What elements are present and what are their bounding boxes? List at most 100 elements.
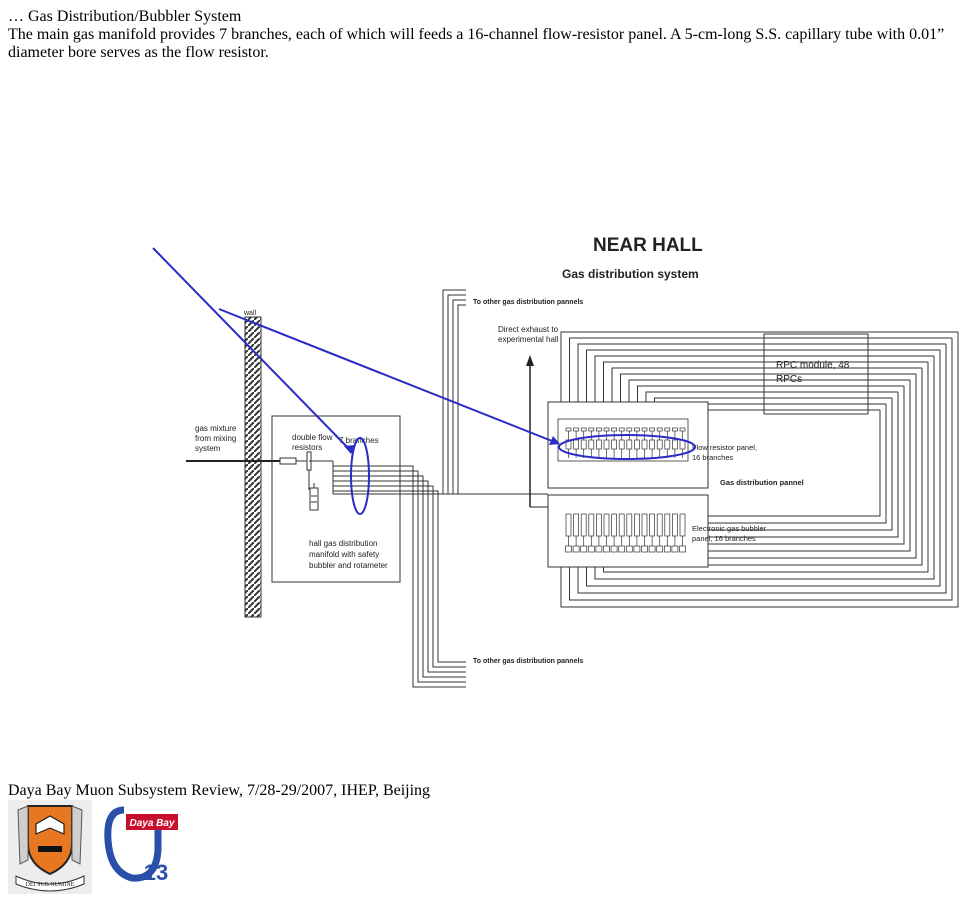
svg-text:DEI SUB NUMINE: DEI SUB NUMINE	[26, 882, 75, 888]
gas-system-subheading: Gas distribution system	[562, 267, 699, 281]
bubbler-cup	[587, 545, 595, 553]
bubbler-tube	[603, 513, 610, 537]
flow-resistor-cap	[588, 427, 595, 432]
bubbler-cup	[656, 545, 664, 553]
manifold-label-1: hall gas distribution	[309, 539, 377, 548]
bubbler-cup	[580, 545, 588, 553]
bubbler-tube	[618, 513, 625, 537]
flow-resistor-cap	[596, 427, 602, 432]
bubbler-cup	[610, 545, 618, 553]
bubbler-cup	[648, 545, 656, 553]
svg-text:Daya Bay: Daya Bay	[129, 818, 174, 829]
rpc-loop-line	[586, 349, 940, 419]
bubbler-cup	[565, 545, 572, 553]
flow-resistor-1	[279, 457, 297, 465]
flow-resistor-body	[603, 439, 610, 450]
flow-resistor-body	[664, 439, 671, 450]
bubbler-label-2: panel, 16 branches	[692, 534, 756, 543]
callout-line-1	[152, 247, 353, 453]
bubbler	[309, 487, 319, 511]
to-other-bottom-label: To other gas distribution pannels	[473, 658, 583, 665]
rpc-loop-line	[569, 337, 952, 419]
double-flow-label-1: double flow	[292, 433, 333, 442]
rpc-loop-line	[603, 362, 929, 573]
svg-text:experimental hall: experimental hall	[498, 335, 559, 344]
flow-resistor-cap	[603, 427, 610, 432]
flow-resistor-cap	[611, 427, 617, 432]
slide: { "slide": { "title": "… Gas Distributio…	[8, 8, 959, 899]
bubbler-cup	[641, 545, 648, 553]
bubbler-tube	[664, 513, 671, 537]
flow-resistor-cap	[618, 427, 625, 432]
flow-resistor-body	[611, 439, 617, 450]
svg-text:Direct exhaust to: Direct exhaust to	[498, 325, 559, 334]
bubbler-cup	[572, 545, 580, 553]
flow-resistor-body	[649, 439, 655, 450]
bubbler-tube	[649, 513, 655, 537]
flow-resistor-cap	[679, 427, 686, 432]
wall-label: wall	[243, 310, 257, 317]
distribution-pipes-upper	[442, 289, 466, 494]
flow-resistor-cap	[565, 427, 572, 432]
flow-resistor-cap	[641, 427, 648, 432]
flow-resistor-cap	[626, 427, 633, 432]
rpc-loop-line	[594, 355, 934, 419]
daya-bay-logo: Daya Bay 13	[96, 800, 180, 894]
flow-resistor-cap	[580, 427, 587, 432]
flow-resistor-body	[634, 439, 640, 450]
bubbler-tube	[588, 513, 595, 537]
near-hall-heading: NEAR HALL	[593, 235, 703, 256]
bubbler-cup	[633, 545, 641, 553]
flow-resistor-cap	[664, 427, 671, 432]
manifold-branches	[309, 460, 400, 495]
bubbler-tube	[565, 513, 572, 537]
distribution-pipes-lower	[400, 465, 466, 688]
manifold-label-2: manifold with safety	[309, 550, 379, 559]
rpc-loop-line	[577, 344, 947, 594]
bubbler-cup	[625, 545, 633, 553]
flow-resistor-body	[672, 439, 678, 450]
branches-label: 7 branches	[339, 436, 379, 445]
bubbler-tube	[573, 513, 579, 537]
footer-text: Daya Bay Muon Subsystem Review, 7/28-29/…	[8, 782, 431, 799]
bubbler-tubes	[565, 513, 686, 553]
bubbler-tube	[656, 513, 663, 537]
bubbler-tube	[580, 513, 587, 537]
bubbler-tube	[611, 513, 617, 537]
to-other-top-label: To other gas distribution pannels	[473, 299, 583, 306]
flow-resistor-cap	[649, 427, 655, 432]
svg-text:from mixing: from mixing	[195, 434, 236, 443]
flow-resistor-body	[573, 439, 579, 450]
bubbler-tube	[596, 513, 602, 537]
rpc-loop-line	[586, 350, 941, 587]
flow-resistor-body	[656, 439, 663, 450]
flow-resistor-body	[641, 439, 648, 450]
flow-panel-label-2: 16 branches	[692, 453, 734, 462]
bubbler-cup	[663, 545, 671, 553]
callout-line-2	[218, 308, 558, 444]
rpc-label-1: RPC module, 48	[776, 360, 850, 371]
princeton-shield-logo: DEI SUB NUMINE	[8, 800, 92, 894]
double-flow-label-2: resistors	[292, 443, 322, 452]
flow-resistor-body	[626, 439, 633, 450]
flow-resistor-cap	[573, 427, 579, 432]
slide-title: … Gas Distribution/Bubbler System	[8, 8, 242, 25]
exhaust-label: Direct exhaust to experimental hall	[498, 325, 559, 344]
flow-resistor-cap	[634, 427, 640, 432]
gas-distribution-diagram: NEAR HALL Gas distribution system wall g…	[152, 235, 959, 688]
gas-mixture-label: gas mixture from mixing system	[195, 424, 237, 453]
flow-resistor-body	[596, 439, 602, 450]
bubbler-tube	[634, 513, 640, 537]
flow-resistor-body	[618, 439, 625, 450]
rpc-loop-line	[603, 361, 928, 419]
wall	[244, 316, 262, 618]
flow-resistor-body	[588, 439, 595, 450]
bubbler-label-1: Electronic gas bubbler	[692, 524, 767, 533]
flow-resistor-body	[580, 439, 587, 450]
bubbler-cup	[603, 545, 610, 553]
bubbler-tube	[672, 513, 678, 537]
rpc-loop-line	[560, 331, 958, 419]
description-text: The main gas manifold provides 7 branche…	[8, 26, 945, 61]
svg-text:system: system	[195, 444, 221, 453]
bubbler-cup	[618, 545, 626, 553]
